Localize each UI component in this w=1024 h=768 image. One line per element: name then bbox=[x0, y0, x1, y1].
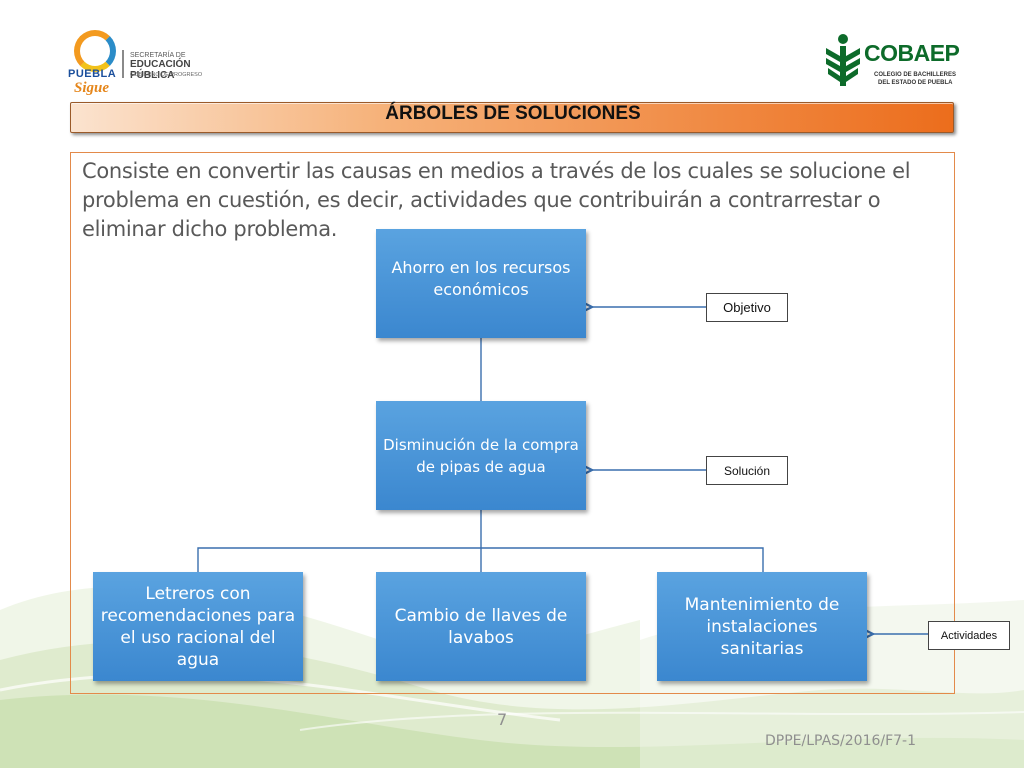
cobaep-name: COBAEP bbox=[864, 40, 959, 67]
title-banner: ÁRBOLES DE SOLUCIONES bbox=[70, 102, 954, 133]
logo-sigue-text: Sigue bbox=[74, 80, 109, 97]
logo-government-text: GOBIERNO DE PROGRESO bbox=[130, 72, 202, 78]
node-objective: Ahorro en los recursos económicos bbox=[376, 229, 586, 338]
label-solution: Solución bbox=[706, 456, 788, 485]
logo-secretaria-text: SECRETARÍA DE bbox=[130, 52, 186, 59]
label-activities: Actividades bbox=[928, 621, 1010, 650]
node-activity-1: Letreros con recomendaciones para el uso… bbox=[93, 572, 303, 681]
puebla-sep-logo: PUEBLA Sigue SECRETARÍA DE EDUCACIÓN PÚB… bbox=[66, 28, 236, 98]
cobaep-subtitle-2: DEL ESTADO DE PUEBLA bbox=[878, 80, 952, 86]
cobaep-logo: COBAEP COLEGIO DE BACHILLERES DEL ESTADO… bbox=[822, 30, 962, 92]
node-activity-2: Cambio de llaves de lavabos bbox=[376, 572, 586, 681]
cobaep-subtitle-1: COLEGIO DE BACHILLERES bbox=[874, 72, 956, 78]
slide-title: ÁRBOLES DE SOLUCIONES bbox=[71, 103, 955, 125]
puebla-ring-icon bbox=[74, 30, 116, 72]
cobaep-emblem-icon bbox=[822, 32, 864, 88]
document-code: DPPE/LPAS/2016/F7-1 bbox=[765, 733, 916, 749]
logo-puebla-text: PUEBLA bbox=[68, 68, 116, 80]
node-solution: Disminución de la compra de pipas de agu… bbox=[376, 401, 586, 510]
node-activity-3: Mantenimiento de instalaciones sanitaria… bbox=[657, 572, 867, 681]
page-number: 7 bbox=[497, 710, 507, 729]
logo-divider bbox=[122, 50, 124, 78]
label-objective: Objetivo bbox=[706, 293, 788, 322]
